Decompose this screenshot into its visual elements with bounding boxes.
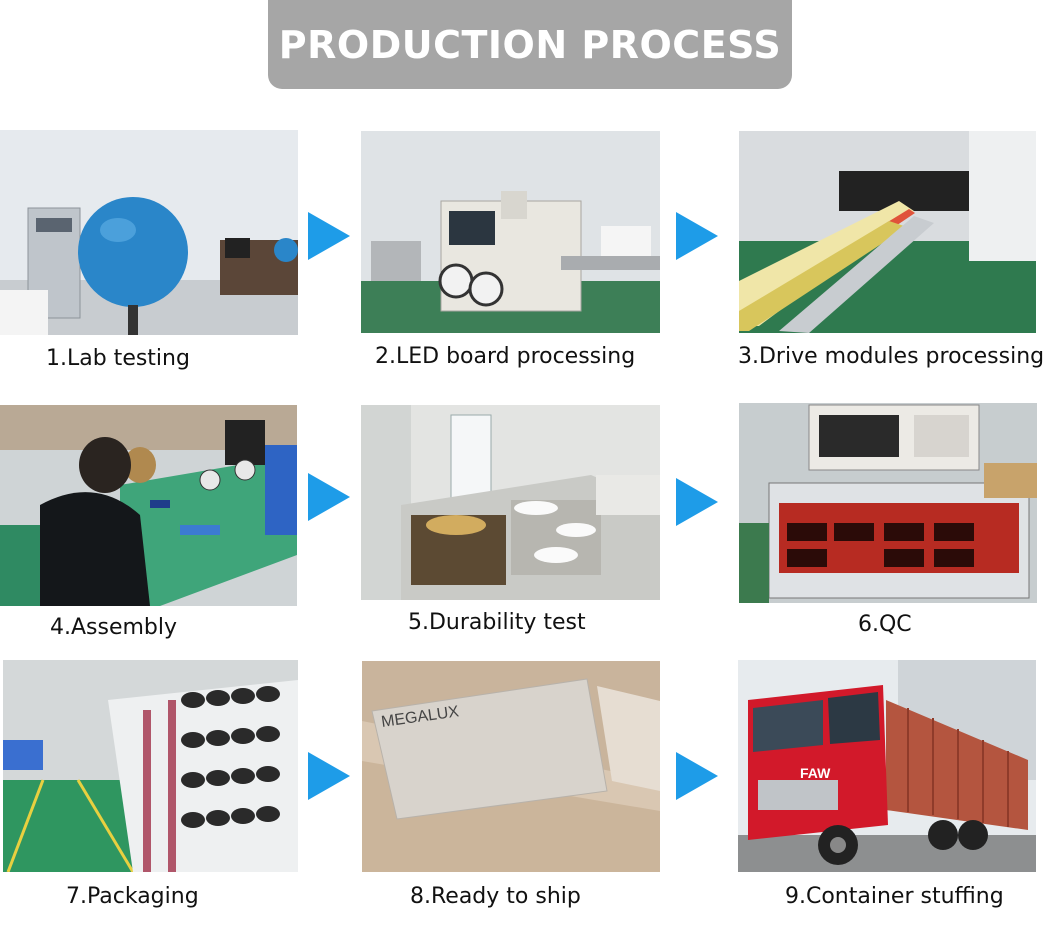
arrow-right-icon [676, 212, 718, 260]
arrow-right-icon [676, 478, 718, 526]
step-1-label: 1.Lab testing [46, 346, 190, 371]
arrow-right-icon [308, 212, 350, 260]
assembly-photo [0, 405, 297, 606]
step-2-label: 2.LED board processing [375, 344, 636, 369]
arrow-right-icon [308, 473, 350, 521]
step-5-label: 5.Durability test [408, 610, 586, 635]
step-6-label: 6.QC [858, 612, 912, 637]
page-title: PRODUCTION PROCESS [278, 22, 782, 67]
lab-testing-photo [0, 130, 298, 335]
led-board-processing-photo [361, 131, 660, 333]
durability-test-photo [361, 405, 660, 600]
packaging-photo [3, 660, 298, 872]
ready-to-ship-photo: MEGALUX [362, 661, 660, 872]
qc-photo [739, 403, 1037, 603]
truck-brand-text: FAW [800, 765, 831, 781]
drive-modules-processing-photo [739, 131, 1036, 333]
step-9-label: 9.Container stuffing [785, 884, 1004, 909]
arrow-right-icon [308, 752, 350, 800]
step-4-label: 4.Assembly [50, 615, 178, 640]
step-8-label: 8.Ready to ship [410, 884, 581, 909]
step-3-label: 3.Drive modules processing [738, 344, 1045, 369]
title-banner: PRODUCTION PROCESS [268, 0, 792, 89]
container-stuffing-photo: FAW [738, 660, 1036, 872]
arrow-right-icon [676, 752, 718, 800]
step-7-label: 7.Packaging [66, 884, 199, 909]
